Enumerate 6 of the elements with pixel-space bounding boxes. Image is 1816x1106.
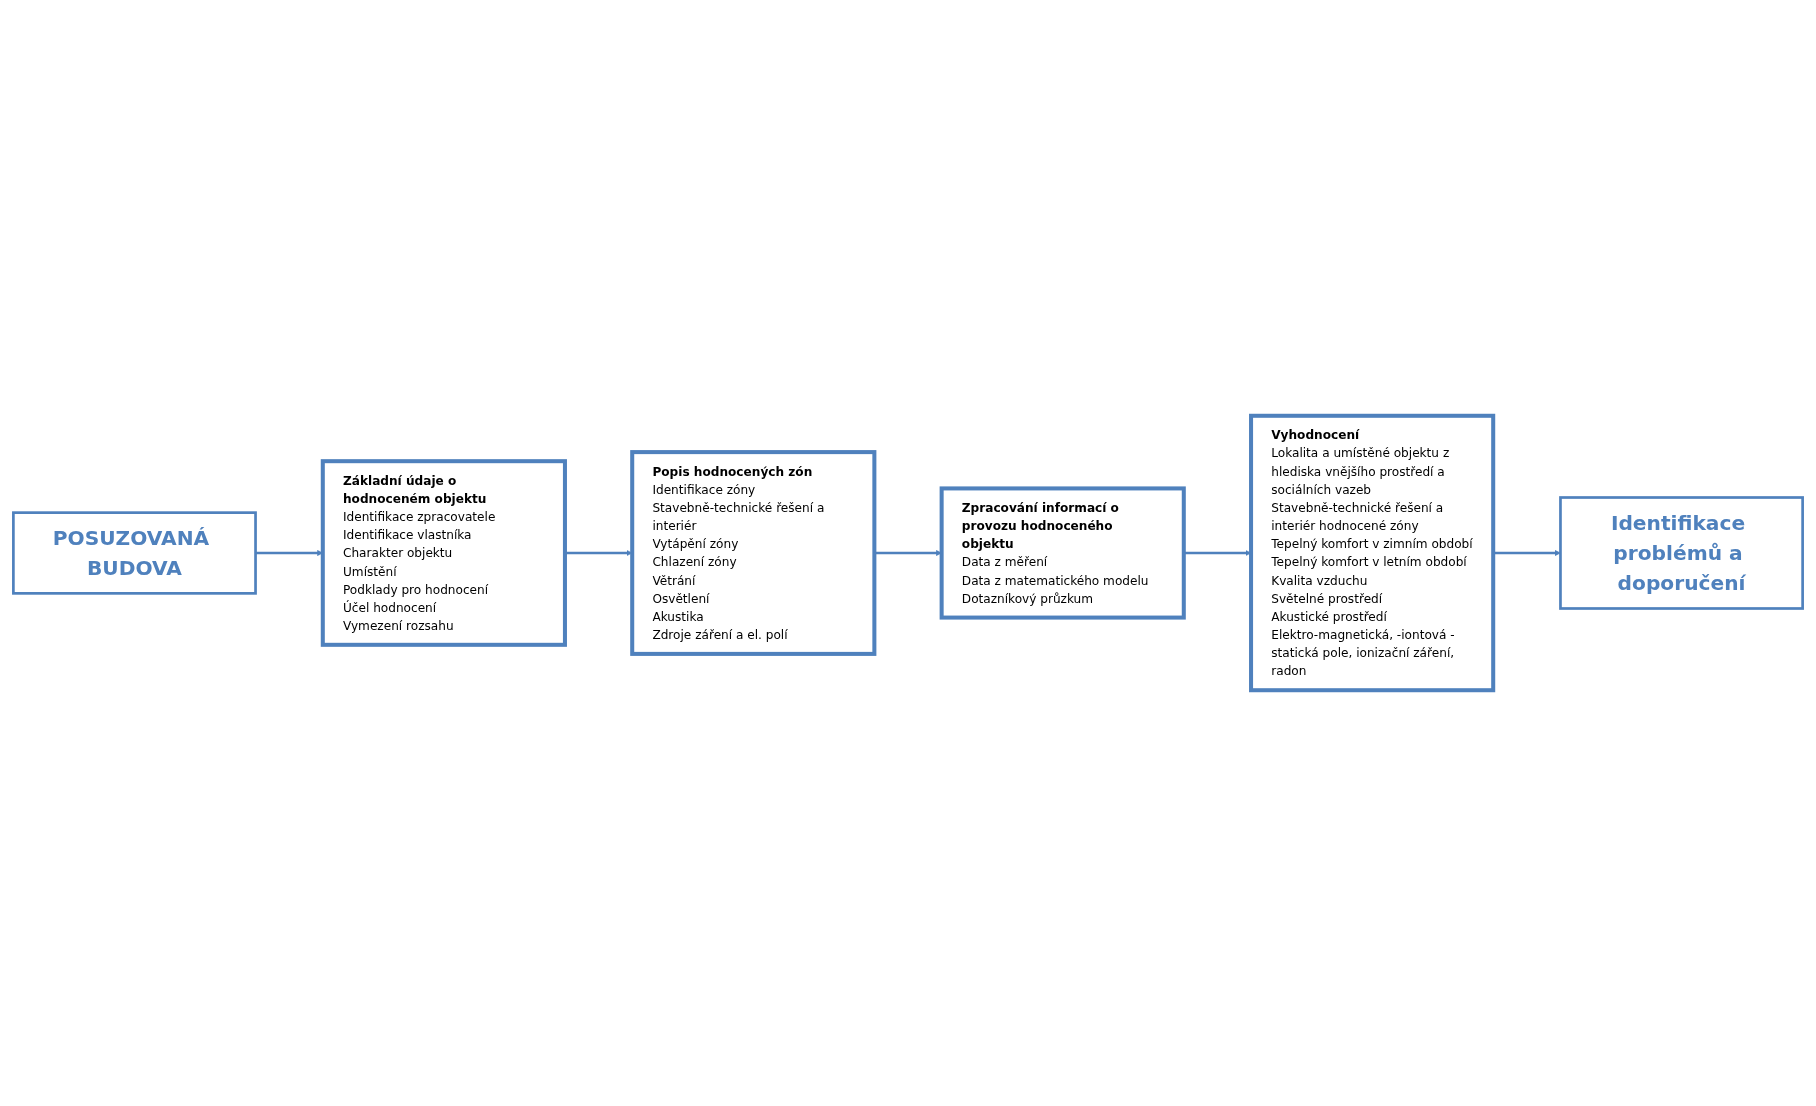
node-box: Základní údaje o hodnoceném objektu Identifikace zpracovatele Identifikace vlastníka Charakter objektu Umístění Podklady pro hodnocení Účel hodnocení Vymezení rozsahu (320, 459, 567, 647)
node-box: Vyhodnocení Lokalita a umístěné objektu z hlediska vnějšího prostředí a sociálních vazeb Stavebně-technické řešení a interiér hodnocené zóny Tepelný komfort v zimním období Tepelný komfort v letním období Kvalita vzduchu Světelné prostředí Akustické prostředí Elektro-magnetická, -iontová -statická pole, ionizační záření, radon (1249, 413, 1496, 693)
node-box: Identifikace problémů a doporučení (1559, 496, 1804, 610)
node-box: POSUZOVANÁ BUDOVA (12, 511, 257, 595)
node-box: Zpracování informací o provozu hodnoceného objektu Data z měření Data z matematického modelu Dotazníkový průzkum (939, 486, 1186, 620)
node-box: Popis hodnocených zón Identifikace zóny Stavebně-technické řešení a interiér Vytápění zóny Chlazení zóny Větrání Osvětlení Akustika Zdroje záření a el. polí (630, 450, 877, 656)
